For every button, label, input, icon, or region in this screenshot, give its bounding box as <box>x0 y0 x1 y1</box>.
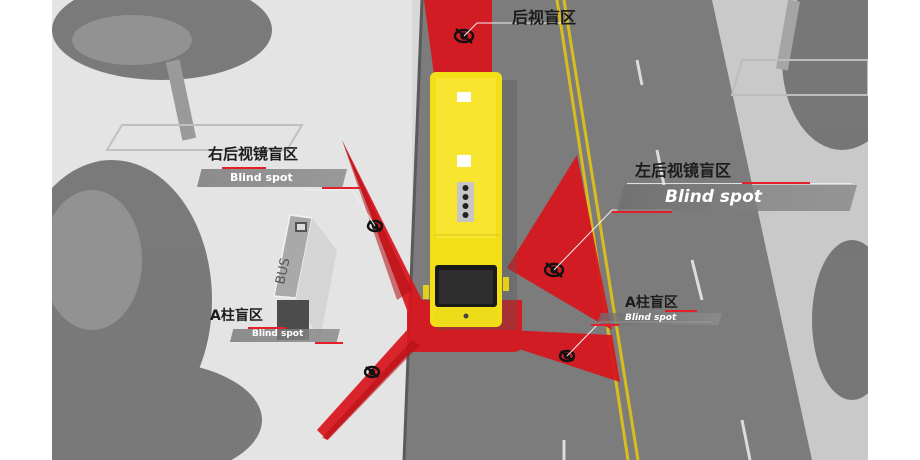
label-rear-blind-spot: 后视盲区 <box>512 4 576 28</box>
label-right-mirror-en: Blind spot <box>230 171 293 184</box>
label-a-pillar-left: A柱盲区 Blind spot <box>210 305 350 345</box>
label-a-pillar-left-en: Blind spot <box>252 329 304 339</box>
label-a-pillar-left-zh: A柱盲区 <box>210 308 263 324</box>
label-left-mirror-en: Blind spot <box>665 187 762 207</box>
label-left-mirror: 左后视镜盲区 Blind spot <box>612 155 867 215</box>
label-left-mirror-zh: 左后视镜盲区 <box>635 161 732 180</box>
scene-illustration: BUS <box>52 0 868 460</box>
label-a-pillar-right: A柱盲区 Blind spot <box>591 292 737 332</box>
svg-text:BUS: BUS <box>273 257 293 286</box>
label-right-mirror-zh: 右后视镜盲区 <box>208 145 299 163</box>
label-a-pillar-right-en: Blind spot <box>625 313 677 323</box>
blind-spot-scene: BUS 后视盲区 右后视镜盲区 Blind spot 左后视镜盲 <box>52 0 868 460</box>
label-a-pillar-right-zh: A柱盲区 <box>625 295 678 311</box>
label-rear-zh: 后视盲区 <box>512 8 577 27</box>
label-right-mirror: 右后视镜盲区 Blind spot <box>197 143 382 193</box>
